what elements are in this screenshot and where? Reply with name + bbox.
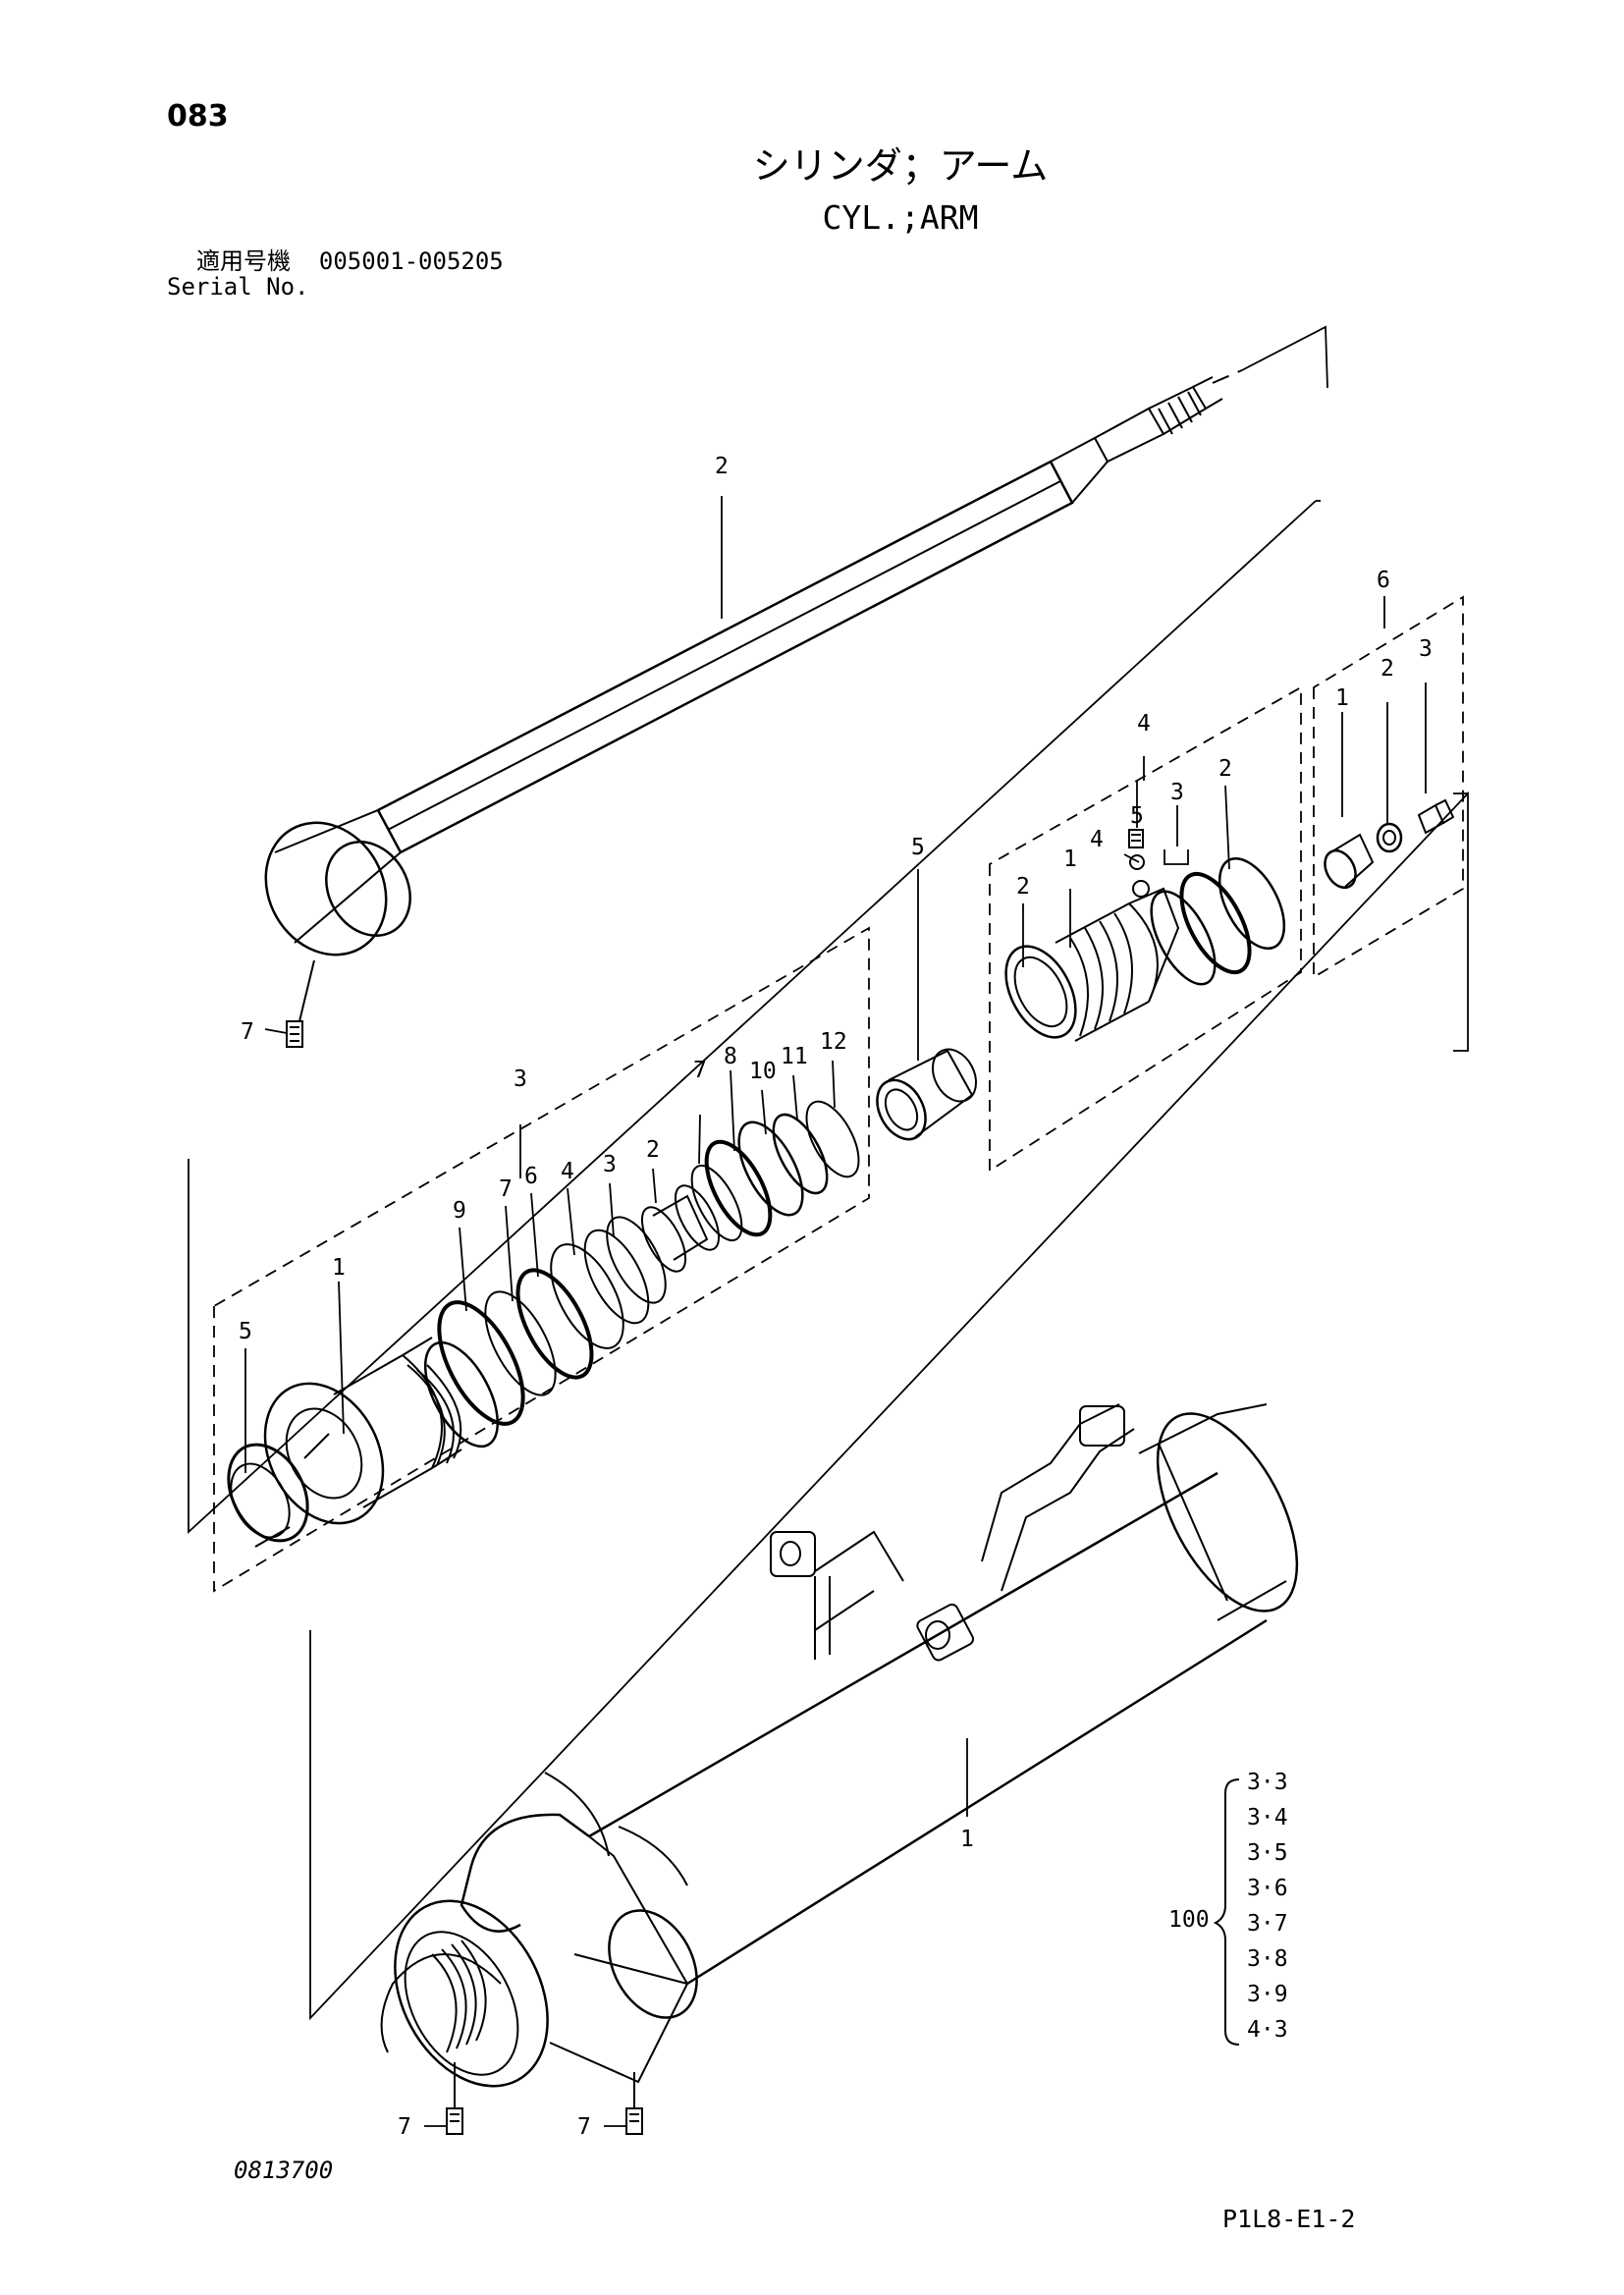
callout-piston-2a: 2 xyxy=(1016,874,1030,900)
callout-seal-kit-3: 3 xyxy=(1419,636,1433,662)
callout-head-3: 3 xyxy=(603,1152,617,1177)
bushing-part xyxy=(876,1048,978,1141)
callout-piston-3: 3 xyxy=(1170,780,1184,805)
seal-kit-parts xyxy=(1324,798,1455,890)
serial-range-row: 適用号機 005001-005205 xyxy=(196,249,504,273)
callout-rod: 2 xyxy=(715,454,729,479)
rod-head-parts xyxy=(227,1100,860,1548)
seal-kit-item: 3·7 xyxy=(1247,1911,1288,1937)
seal-kit-item: 4·3 xyxy=(1247,2017,1288,2043)
callout-head-11: 11 xyxy=(781,1044,808,1069)
rod-grease-fitting xyxy=(286,959,315,1048)
cylinder-tube xyxy=(380,1403,1299,2135)
callout-head-1: 1 xyxy=(332,1255,346,1281)
callout-head-2: 2 xyxy=(646,1137,660,1163)
group-box-piston xyxy=(989,685,1302,1173)
callout-numbers: 2 7 6 1 2 3 4 5 4 3 2 2 1 5 3 5 1 9 7 6 … xyxy=(239,454,1433,2140)
group-box-head xyxy=(213,926,870,1593)
seal-kit-item: 3·8 xyxy=(1247,1946,1288,1972)
callout-leaders xyxy=(244,496,1427,2127)
callout-tube-grease-b: 7 xyxy=(577,2114,591,2140)
serial-label-en: Serial No. xyxy=(167,273,309,301)
title-japanese: シリンダ；アーム xyxy=(752,144,1049,188)
callout-seal-kit-2: 2 xyxy=(1380,656,1394,682)
rod-eye xyxy=(264,809,411,956)
title-english: CYL.;ARM xyxy=(822,198,979,237)
callout-tube-1: 1 xyxy=(960,1827,974,1852)
callout-head-8: 8 xyxy=(724,1044,737,1069)
callout-rod-grease: 7 xyxy=(241,1019,254,1045)
seal-kit-item: 3·9 xyxy=(1247,1982,1288,2007)
callout-head-4: 4 xyxy=(561,1159,574,1184)
callout-head-10: 10 xyxy=(749,1059,777,1084)
piston-parts xyxy=(1004,829,1286,1042)
callout-head-7a: 7 xyxy=(499,1176,513,1202)
seal-kit-brace xyxy=(1213,1778,1240,2046)
group-box-seal-kit xyxy=(1313,595,1464,979)
serial-range: 005001-005205 xyxy=(318,247,504,275)
callout-seal-kit-group: 6 xyxy=(1377,568,1390,593)
page-number: 083 xyxy=(167,99,229,134)
callout-piston-group: 4 xyxy=(1137,711,1151,737)
callout-tube-grease-a: 7 xyxy=(398,2114,411,2140)
callout-seal-kit-1: 1 xyxy=(1335,685,1349,711)
seal-kit-item: 3·3 xyxy=(1247,1770,1288,1795)
drawing-number: 0813700 xyxy=(234,2157,334,2184)
callout-piston-1: 1 xyxy=(1063,847,1077,872)
callout-piston-5: 5 xyxy=(1130,803,1144,829)
callout-head-group: 3 xyxy=(514,1066,527,1092)
seal-kit-item: 3·6 xyxy=(1247,1876,1288,1901)
callout-bushing-5: 5 xyxy=(911,835,925,860)
callout-head-9: 9 xyxy=(453,1198,466,1224)
piston-rod xyxy=(376,369,1243,854)
callout-head-12: 12 xyxy=(820,1029,847,1055)
sheet-code: P1L8-E1-2 xyxy=(1222,2205,1356,2233)
callout-head-5: 5 xyxy=(239,1319,252,1344)
seal-kit-item: 3·5 xyxy=(1247,1840,1288,1866)
assembly-lines xyxy=(188,325,1469,2021)
serial-label-jp: 適用号機 xyxy=(196,247,291,275)
callout-head-6: 6 xyxy=(524,1164,538,1189)
seal-kit-item: 3·4 xyxy=(1247,1805,1288,1831)
seal-kit-label: 100 xyxy=(1168,1907,1210,1933)
callout-piston-2b: 2 xyxy=(1218,756,1232,782)
callout-head-7b: 7 xyxy=(693,1058,707,1083)
callout-piston-4: 4 xyxy=(1090,827,1104,852)
